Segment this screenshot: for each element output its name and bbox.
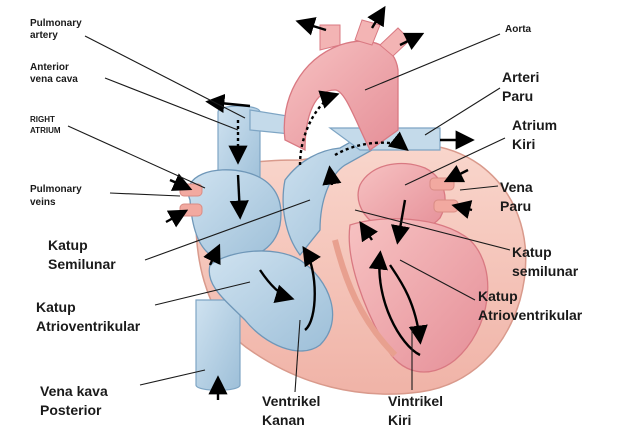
flow-arrow-pulm-vein-left-2 [166, 212, 184, 222]
aorta-branch-2 [355, 20, 380, 45]
label-atrium-kiri: Atrium Kiri [512, 117, 561, 152]
vena-cava-posterior-shape [196, 300, 240, 390]
label-anterior-vena-cava: Anterior vena cava [30, 62, 78, 85]
label-aorta: Aorta [505, 24, 532, 35]
label-pulmonary-veins: Pulmonary veins [30, 184, 84, 208]
label-katup-semilunar-left: Katup Semilunar [48, 237, 116, 272]
leader-right-atrium [68, 126, 205, 188]
label-ventrikel-kanan: Ventrikel Kanan [262, 393, 324, 428]
leader-pulmonary-veins [110, 193, 180, 196]
leader-pulmonary-artery [85, 36, 245, 118]
label-right-atrium: RIGHT ATRIUM [30, 115, 61, 135]
pulmonary-vein-left-lower [180, 204, 202, 216]
right-atrium-shape [188, 170, 281, 260]
label-pulmonary-artery: Pulmonary artery [30, 18, 84, 41]
label-vintrikel-kiri: Vintrikel Kiri [388, 393, 447, 428]
label-arteri-paru: Arteri Paru [502, 69, 543, 104]
label-vena-kava-posterior: Vena kava Posterior [40, 383, 112, 418]
leader-vena-kava-posterior [140, 370, 205, 385]
label-katup-av-left: Katup Atrioventrikular [36, 299, 141, 334]
leader-arteri-paru [425, 88, 500, 135]
pulmonary-vein-right-lower [434, 200, 458, 212]
